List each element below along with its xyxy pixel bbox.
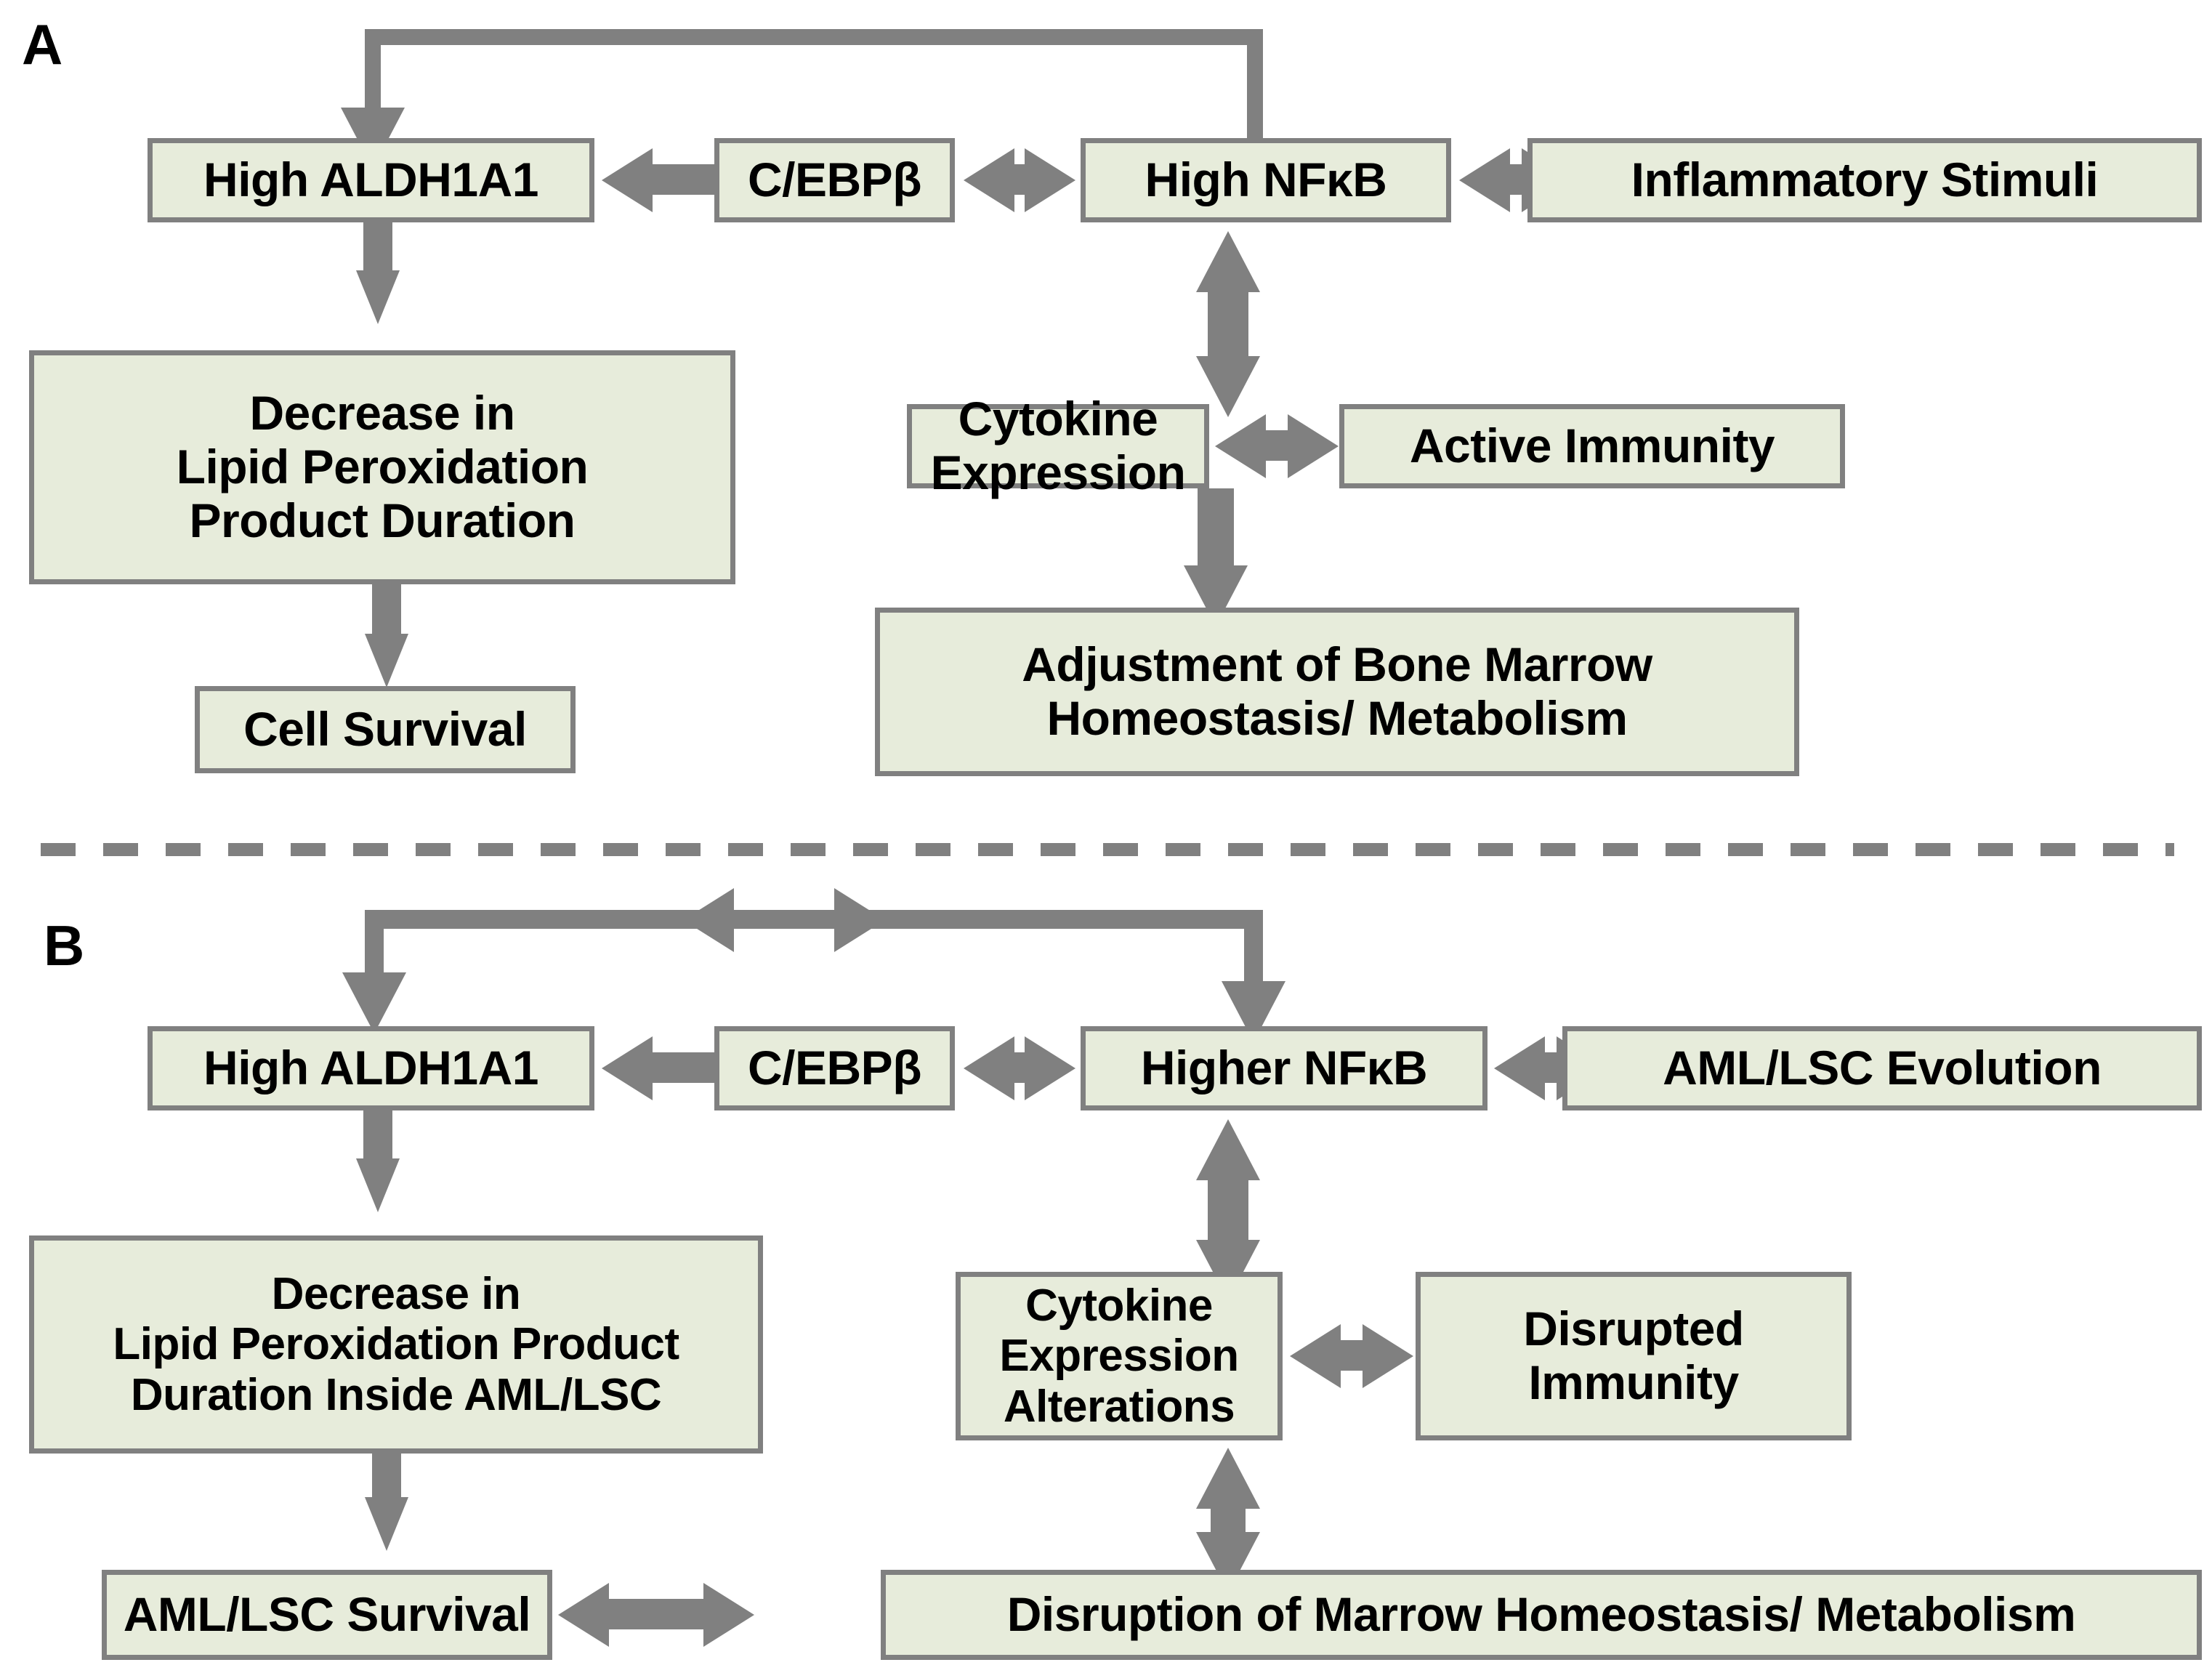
- node-a-marrow: Adjustment of Bone Marrow Homeostasis/ M…: [875, 608, 1799, 776]
- arrow-b-cebpb-to-aldh-head-icon: [602, 1036, 653, 1100]
- node-a-cytokine: Cytokine Expression: [907, 392, 1209, 499]
- arrow-a-aldh-decrease-head-icon: [356, 270, 400, 324]
- arrow-b-nfkb-cytokine-shaft: [1208, 1176, 1248, 1249]
- arrow-a-cytokine-immunity-right-head-icon: [1288, 414, 1339, 478]
- arrow-a-cebpb-nfkb-left-head-icon: [964, 148, 1014, 212]
- arrow-b-nfkb-evolution-left-head-icon: [1494, 1036, 1545, 1100]
- node-a-stimuli: Inflammatory Stimuli: [1527, 138, 2202, 222]
- node-b-marrow: Disruption of Marrow Homeostasis/ Metabo…: [881, 1570, 2202, 1660]
- arrow-b-cebpb-nfkb-left-head-icon: [964, 1036, 1014, 1100]
- node-b-immunity: Disrupted Immunity: [1416, 1272, 1852, 1440]
- arrow-b-cebpb-nfkb-right-head-icon: [1025, 1036, 1075, 1100]
- node-b-decrease: Decrease in Lipid Peroxidation Product D…: [29, 1235, 763, 1454]
- feedback-loop-b-inline-left-head-icon: [683, 888, 734, 952]
- node-a-immunity: Active Immunity: [1339, 404, 1845, 488]
- arrow-a-nfkb-cytokine-shaft: [1208, 288, 1248, 366]
- arrow-a-nfkb-stimuli-left-head-icon: [1459, 148, 1510, 212]
- node-a-survival: Cell Survival: [195, 686, 576, 773]
- node-b-nfkb: Higher NFκB: [1081, 1026, 1488, 1110]
- feedback-loop-a-left-drop: [365, 29, 381, 113]
- feedback-loop-a-right-riser: [1247, 29, 1263, 138]
- arrow-a-nfkb-cytokine-up-head-icon: [1196, 231, 1260, 292]
- node-a-decrease: Decrease in Lipid Peroxidation Product D…: [29, 350, 735, 584]
- node-b-cytokine: Cytokine Expression Alterations: [956, 1272, 1283, 1440]
- node-b-aldh: High ALDH1A1: [148, 1026, 594, 1110]
- arrow-a-cebpb-nfkb-shaft: [1012, 164, 1028, 195]
- arrow-b-cebpb-nfkb-shaft: [1012, 1052, 1028, 1083]
- arrow-b-cytokine-immunity-left-head-icon: [1290, 1324, 1341, 1388]
- node-b-survival: AML/LSC Survival: [102, 1570, 552, 1660]
- arrow-b-survival-marrow-right-head-icon: [703, 1583, 754, 1647]
- arrow-a-cebpb-to-aldh-shaft: [651, 164, 715, 195]
- arrow-b-aldh-decrease-head-icon: [356, 1158, 400, 1212]
- arrow-a-decrease-survival-shaft: [372, 584, 401, 640]
- node-b-cebpb: C/EBPβ: [714, 1026, 955, 1110]
- feedback-loop-b-left-arrowhead-icon: [342, 972, 406, 1033]
- feedback-loop-b-horizontal: [365, 910, 1263, 929]
- node-a-cebpb: C/EBPβ: [714, 138, 955, 222]
- arrow-b-nfkb-cytokine-up-head-icon: [1196, 1119, 1260, 1180]
- feedback-loop-b-inline-right-head-icon: [834, 888, 885, 952]
- arrow-b-survival-marrow-left-head-icon: [558, 1583, 609, 1647]
- arrow-b-cebpb-to-aldh-shaft: [651, 1052, 715, 1083]
- arrow-b-cytokine-immunity-right-head-icon: [1363, 1324, 1413, 1388]
- arrow-a-cebpb-to-aldh-head-icon: [602, 148, 653, 212]
- panel-letter-b: B: [44, 914, 85, 977]
- arrow-a-aldh-decrease-shaft: [363, 222, 392, 275]
- arrow-b-survival-marrow-shaft: [606, 1599, 708, 1629]
- node-a-nfkb: High NFκB: [1081, 138, 1451, 222]
- panel-divider: [41, 843, 2174, 856]
- arrow-a-cebpb-nfkb-right-head-icon: [1025, 148, 1075, 212]
- feedback-loop-a-horizontal: [365, 29, 1263, 45]
- panel-letter-a: A: [22, 12, 63, 76]
- arrow-b-decrease-survival-head-icon: [365, 1497, 408, 1551]
- node-b-evolution: AML/LSC Evolution: [1562, 1026, 2202, 1110]
- arrow-a-decrease-survival-head-icon: [365, 634, 408, 688]
- arrow-a-cytokine-immunity-left-head-icon: [1215, 414, 1266, 478]
- arrow-b-cytokine-immunity-shaft: [1338, 1340, 1367, 1371]
- arrow-b-aldh-decrease-shaft: [363, 1110, 392, 1163]
- arrow-a-cytokine-immunity-shaft: [1263, 430, 1292, 461]
- arrow-b-decrease-survival-shaft: [372, 1454, 401, 1503]
- arrow-a-cytokine-marrow-shaft: [1198, 488, 1234, 574]
- node-a-aldh: High ALDH1A1: [148, 138, 594, 222]
